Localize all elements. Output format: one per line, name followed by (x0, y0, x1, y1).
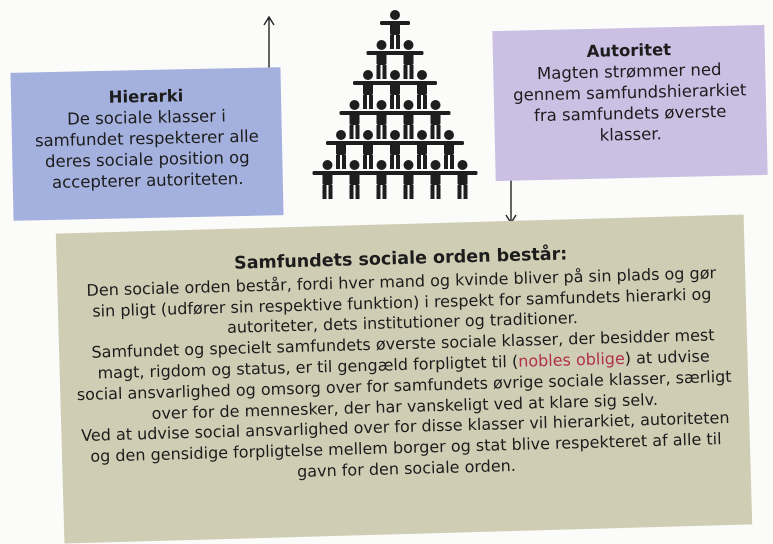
social-order-box: Samfundets sociale orden består: Den soc… (55, 214, 753, 544)
human-pyramid-illustration (312, 10, 478, 199)
autoritet-box: Autoritet Magten strømmer ned gennem sam… (492, 24, 768, 182)
hierarki-text: De sociale klasser i samfundet respekter… (34, 106, 259, 193)
arrow-down-icon (505, 176, 517, 225)
hierarki-title: Hierarki (108, 86, 184, 107)
nobles-oblige-highlight: nobles oblige (517, 348, 626, 371)
social-order-paragraph-2: Samfundet og specielt samfundets øverste… (77, 325, 732, 422)
autoritet-text: Magten strømmer ned gennem samfundshiera… (512, 60, 747, 146)
hierarki-box: Hierarki De sociale klasser i samfundet … (10, 67, 284, 221)
arrow-up-icon (263, 15, 275, 72)
